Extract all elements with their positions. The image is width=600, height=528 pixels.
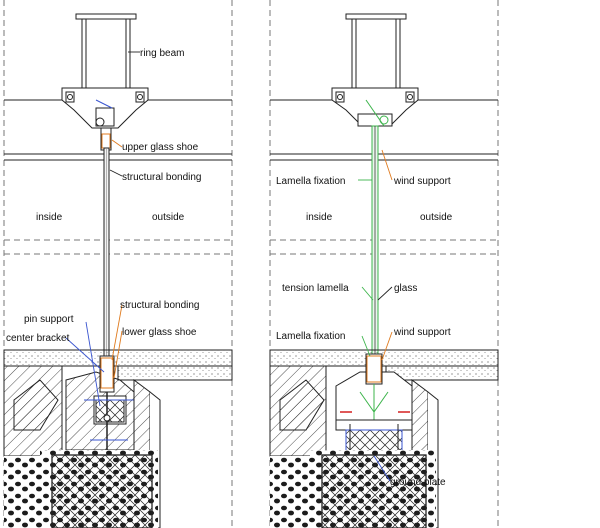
label-glass: glass [394, 283, 417, 294]
ring-beam-profile-right [345, 13, 407, 88]
label-inside-right: inside [306, 212, 333, 223]
right-labels: Lamella fixation wind support inside out… [276, 176, 453, 488]
label-center-bracket: center bracket [6, 333, 70, 344]
label-lower-glass-shoe: lower glass shoe [122, 327, 197, 338]
label-ground-plate: ground plate [390, 477, 446, 488]
label-outside-right: outside [420, 212, 453, 223]
left-detail [3, 13, 233, 528]
label-structural-bonding-bottom: structural bonding [120, 300, 200, 311]
left-labels: ring beam upper glass shoe structural bo… [6, 48, 202, 344]
right-detail [269, 13, 499, 528]
label-outside-left: outside [152, 212, 185, 223]
ring-beam-profile [75, 13, 137, 88]
label-lamella-fixation-bottom: Lamella fixation [276, 331, 345, 342]
label-pin-support: pin support [24, 314, 74, 325]
label-structural-bonding-top: structural bonding [122, 172, 202, 183]
label-ring-beam: ring beam [140, 48, 184, 59]
label-inside-left: inside [36, 212, 63, 223]
label-wind-support-top: wind support [393, 176, 451, 187]
leader-lines [65, 51, 393, 482]
label-tension-lamella: tension lamella [282, 283, 349, 294]
label-lamella-fixation-top: Lamella fixation [276, 176, 345, 187]
label-upper-glass-shoe: upper glass shoe [122, 142, 199, 153]
label-wind-support-bottom: wind support [393, 327, 451, 338]
